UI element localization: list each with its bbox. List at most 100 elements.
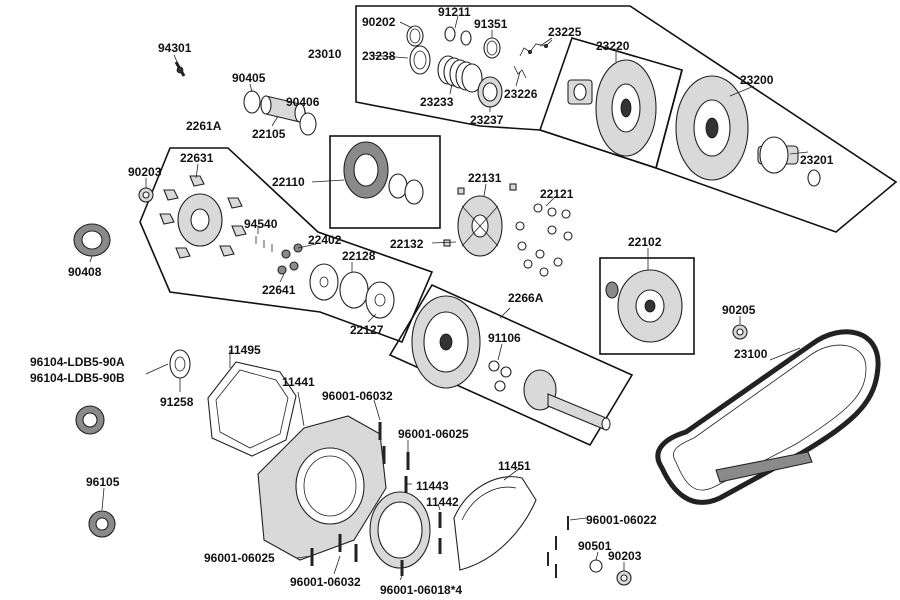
part-91351 [483,37,501,59]
label-96001-06025-lower: 96001-06025 [204,551,275,565]
part-22127-plate [365,281,395,319]
label-22132: 22132 [390,237,424,251]
label-96104-ldb5-90b: 96104-LDB5-90B [30,371,125,385]
part-96001-06022-bolts [547,516,569,578]
label-96001-06032-upper: 96001-06032 [322,389,393,403]
label-11451: 11451 [498,459,531,473]
label-23226: 23226 [504,87,538,101]
label-23238: 23238 [362,49,396,63]
part-23233-spring [437,55,483,93]
group-box-22102 [599,257,695,355]
label-11442: 11442 [426,495,459,509]
label-22402: 22402 [308,233,342,247]
group-box-22110 [329,135,441,229]
label-90501: 90501 [578,539,612,553]
label-94301: 94301 [158,41,192,55]
part-11441-crankcase-cover [257,415,387,561]
label-23200: 23200 [740,73,774,87]
part-22110-one-way-clutch [343,141,424,205]
part-11451-shroud [453,476,537,571]
label-23100: 23100 [734,347,768,361]
part-23237 [477,76,503,108]
label-90205: 90205 [722,303,756,317]
part-22631-clutch-weights [159,175,247,259]
part-94540-pins [255,236,273,252]
label-22131: 22131 [468,171,502,185]
label-22121: 22121 [540,187,574,201]
part-91106-shaft [488,360,611,431]
label-90202: 90202 [362,15,396,29]
label-23220: 23220 [596,39,630,53]
label-22128: 22128 [342,249,376,263]
label-91106: 91106 [488,331,521,345]
label-96104-ldb5-90a: 96104-LDB5-90A [30,355,125,369]
part-2266A-clutch-drum [411,295,481,389]
label-11443: 11443 [416,479,449,493]
part-90406 [299,112,317,136]
label-90405: 90405 [232,71,266,85]
part-96105-oil-seal [88,510,116,538]
label-94540: 94540 [244,217,278,231]
part-labels: 90202 91211 91351 23225 23010 23238 2322… [30,5,834,597]
label-23225: 23225 [548,25,582,39]
label-91351: 91351 [474,17,508,31]
label-96001-06022: 96001-06022 [586,513,657,527]
label-90406: 90406 [286,95,320,109]
part-23201-boss [757,136,821,187]
label-11495: 11495 [228,343,261,357]
label-22105: 22105 [252,127,286,141]
part-90501-washer [589,559,603,573]
group-box-2266A [388,283,634,447]
label-2261A: 2261A [186,119,222,133]
part-22121-rollers [515,203,573,277]
part-91258-washer [169,349,191,379]
label-22631: 22631 [180,151,214,165]
part-94301 [174,61,186,77]
label-96105: 96105 [86,475,120,489]
part-23100-drive-belt [655,329,881,505]
label-22127: 22127 [350,323,384,337]
part-22102-fan-pulley [605,269,683,343]
label-2266A: 2266A [508,291,544,305]
part-22641-22402-sliders [277,243,303,275]
label-23201: 23201 [800,153,834,167]
part-90202 [406,25,424,47]
part-91211 [444,26,472,46]
label-23237: 23237 [470,113,504,127]
part-90205-nut [732,324,748,340]
part-23238 [409,45,431,75]
part-90203-nut-lower [616,570,632,586]
part-22132-sliders [443,183,517,247]
label-23010: 23010 [308,47,342,61]
label-23233: 23233 [420,95,454,109]
group-box-23220 [538,37,683,170]
part-90405 [243,90,261,114]
label-90203-upper: 90203 [128,165,162,179]
label-22641: 22641 [262,283,296,297]
label-22110: 22110 [272,175,305,189]
part-22128-plate [309,263,339,301]
part-23200-clutch-outer [675,75,749,181]
label-96001-06025-upper: 96001-06025 [398,427,469,441]
label-90408: 90408 [68,265,102,279]
label-22102: 22102 [628,235,662,249]
label-91258: 91258 [160,395,194,409]
part-96001-bolts-left [310,422,410,566]
label-11441: 11441 [282,375,315,389]
label-90203-lower: 90203 [608,549,642,563]
label-96001-06032-lower: 96001-06032 [290,575,361,589]
part-11495-gasket [207,361,297,457]
part-90408-bearing [73,223,111,257]
group-box-2261A [139,147,434,344]
label-91211: 91211 [438,5,471,19]
part-11443-cover [369,491,431,569]
label-96001-06018x4: 96001-06018*4 [380,583,462,597]
part-96104-oil-seal [75,405,105,435]
part-22131-drive-face [457,195,503,257]
part-23220-drive-plate [567,59,657,157]
part-22128-ring [339,271,369,309]
part-22105-collar [260,95,306,123]
part-11442-bolts [400,512,442,576]
part-90203-nut [138,187,154,203]
